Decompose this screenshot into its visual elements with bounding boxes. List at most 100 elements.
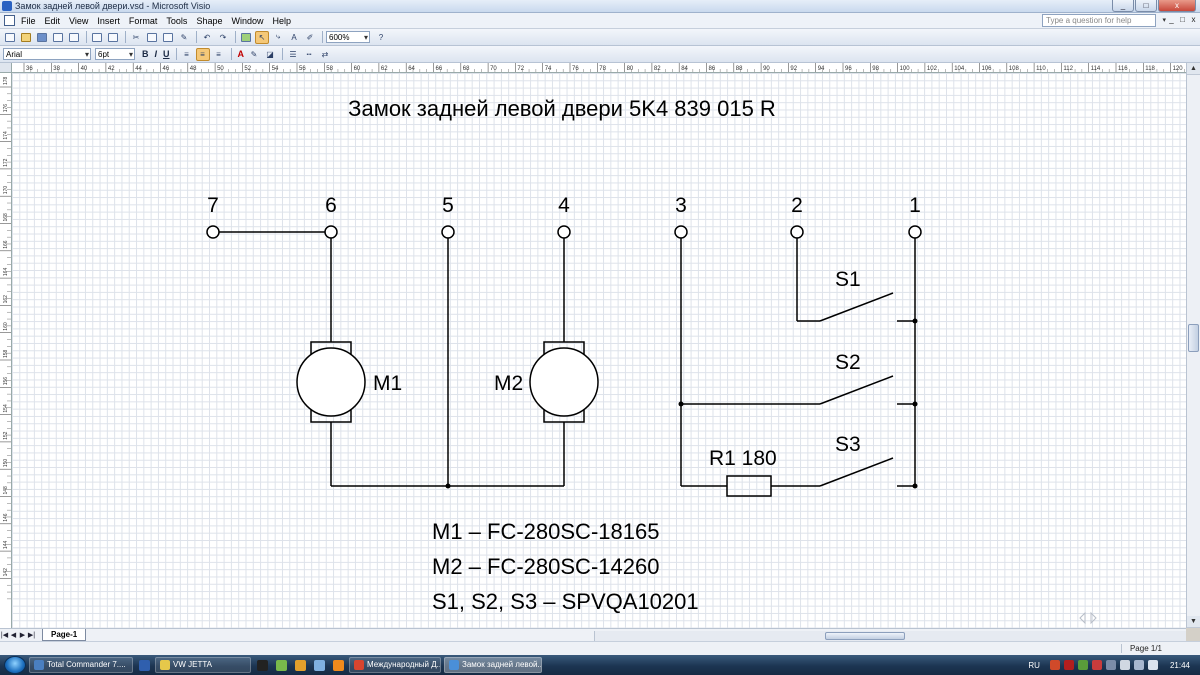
taskbar-total-commander[interactable]: Total Commander 7.... xyxy=(29,657,133,673)
help-icon[interactable]: ? xyxy=(378,32,384,42)
tray-app-icon[interactable] xyxy=(1077,660,1088,670)
ruler-tick-label: 76 xyxy=(572,66,579,72)
redo-icon[interactable]: ↷ xyxy=(219,32,227,42)
horizontal-scrollbar[interactable] xyxy=(594,631,1186,641)
menu-help[interactable]: Help xyxy=(272,15,291,26)
scroll-up-icon[interactable]: ▲ xyxy=(1187,63,1200,75)
print-icon[interactable] xyxy=(51,31,65,44)
doc-close-button[interactable]: x xyxy=(1191,15,1196,24)
zoom-select[interactable]: 600% xyxy=(326,31,370,43)
taskbar-vw-jetta[interactable]: VW JETTA xyxy=(155,657,251,673)
ruler-tick-label: 114 xyxy=(1091,66,1101,72)
drawing-canvas[interactable]: Замок задней левой двери 5K4 839 015 R 7… xyxy=(12,73,1186,628)
maximize-button[interactable]: □ xyxy=(1135,0,1157,12)
undo-icon[interactable]: ↶ xyxy=(203,32,211,42)
spelling-icon[interactable] xyxy=(90,31,104,44)
app-icon[interactable] xyxy=(273,657,289,673)
save-icon[interactable] xyxy=(35,31,49,44)
italic-button[interactable]: I xyxy=(154,49,158,59)
menu-view[interactable]: View xyxy=(69,15,89,26)
toolbar-separator xyxy=(322,31,323,43)
ruler-tick-label: 74 xyxy=(545,66,552,72)
tab-page-1[interactable]: Page-1 xyxy=(42,629,87,641)
font-select[interactable]: Arial xyxy=(3,48,91,60)
menu-insert[interactable]: Insert xyxy=(97,15,120,26)
text-tool-icon[interactable]: A xyxy=(291,32,297,42)
ruler-tick-label: 90 xyxy=(763,66,770,72)
underline-button[interactable]: U xyxy=(163,49,170,59)
app-icon[interactable] xyxy=(292,657,308,673)
format-painter-icon[interactable]: ✎ xyxy=(180,32,188,42)
ruler-tick-label: 168 xyxy=(3,213,9,222)
align-right-icon[interactable]: ≡ xyxy=(216,49,221,59)
vertical-scroll-thumb[interactable] xyxy=(1188,324,1199,352)
research-icon[interactable] xyxy=(106,31,120,44)
menu-shape[interactable]: Shape xyxy=(196,15,223,26)
shapes-icon[interactable] xyxy=(239,31,253,44)
menu-tools[interactable]: Tools xyxy=(166,15,188,26)
line-pattern-icon[interactable]: ┅ xyxy=(306,49,312,59)
note-switches: S1, S2, S3 – SPVQA10201 xyxy=(432,589,699,614)
document-icon[interactable] xyxy=(4,15,15,26)
media-icon[interactable] xyxy=(254,657,270,673)
line-ends-icon[interactable]: ⇄ xyxy=(321,49,329,59)
ruler-tick-label: 100 xyxy=(900,66,911,72)
doc-minimize-button[interactable]: _ xyxy=(1169,15,1174,24)
vertical-scrollbar[interactable]: ▲ ▼ xyxy=(1186,63,1200,628)
minimize-button[interactable]: _ xyxy=(1112,0,1134,12)
tray-app-icon[interactable] xyxy=(1105,660,1116,670)
ruler-tick-label: 156 xyxy=(3,377,9,386)
pointer-tool-icon[interactable]: ↖ xyxy=(255,30,269,44)
power-icon[interactable] xyxy=(1147,660,1158,670)
align-center-icon[interactable]: ≡ xyxy=(195,47,210,61)
last-page-icon[interactable]: ▶| xyxy=(27,632,36,639)
ruler-corner xyxy=(0,63,12,73)
fill-color-icon[interactable]: ◪ xyxy=(266,49,274,59)
taskbar-opera[interactable]: Международный Д... xyxy=(349,657,441,673)
app-icon[interactable] xyxy=(311,657,327,673)
ruler-tick-label: 96 xyxy=(845,66,852,72)
paste-icon[interactable] xyxy=(161,31,175,44)
start-button[interactable] xyxy=(4,656,26,674)
font-size-select[interactable]: 6pt xyxy=(95,48,135,60)
doc-restore-button[interactable]: □ xyxy=(1180,15,1185,24)
taskbar-visio[interactable]: Замок задней левой... xyxy=(444,657,542,673)
open-icon[interactable] xyxy=(19,31,33,44)
line-color-icon[interactable]: ✎ xyxy=(250,49,258,59)
volume-icon[interactable] xyxy=(1119,660,1130,670)
network-icon[interactable] xyxy=(1133,660,1144,670)
schematic-diagram[interactable]: Замок задней левой двери 5K4 839 015 R 7… xyxy=(12,73,1186,628)
bold-button[interactable]: B xyxy=(142,49,149,59)
tray-app-icon[interactable] xyxy=(1049,660,1060,670)
first-page-icon[interactable]: |◀ xyxy=(0,632,9,639)
cut-icon[interactable]: ✂ xyxy=(132,32,140,42)
close-button[interactable]: x xyxy=(1158,0,1196,12)
horizontal-scroll-thumb[interactable] xyxy=(825,632,905,640)
font-color-button[interactable]: A xyxy=(237,49,245,59)
menu-file[interactable]: File xyxy=(21,15,36,26)
previous-page-icon[interactable]: ◀ xyxy=(10,632,17,639)
help-search-input[interactable]: Type a question for help xyxy=(1042,14,1156,27)
tray-app-icon[interactable] xyxy=(1091,660,1102,670)
vlc-icon[interactable] xyxy=(330,657,346,673)
new-icon[interactable] xyxy=(3,31,17,44)
ruler-tick-label: 148 xyxy=(3,486,9,495)
print-preview-icon[interactable] xyxy=(67,31,81,44)
language-indicator[interactable]: RU xyxy=(1028,660,1040,670)
next-page-icon[interactable]: ▶ xyxy=(19,632,26,639)
pdf-icon[interactable] xyxy=(1063,660,1074,670)
help-dropdown-icon[interactable]: ▾ xyxy=(1162,17,1166,24)
align-left-icon[interactable]: ≡ xyxy=(184,49,189,59)
scroll-down-icon[interactable]: ▼ xyxy=(1187,616,1200,628)
drawing-tools-icon[interactable]: ✐ xyxy=(306,32,314,42)
menu-format[interactable]: Format xyxy=(128,15,158,26)
connector-tool-icon[interactable]: ⤷ xyxy=(275,32,281,41)
menu-edit[interactable]: Edit xyxy=(44,15,61,26)
word-icon[interactable] xyxy=(136,657,152,673)
line-weight-icon[interactable]: ☰ xyxy=(289,49,297,59)
junction-dot xyxy=(912,483,918,489)
menu-window[interactable]: Window xyxy=(231,15,264,26)
copy-icon[interactable] xyxy=(145,31,159,44)
